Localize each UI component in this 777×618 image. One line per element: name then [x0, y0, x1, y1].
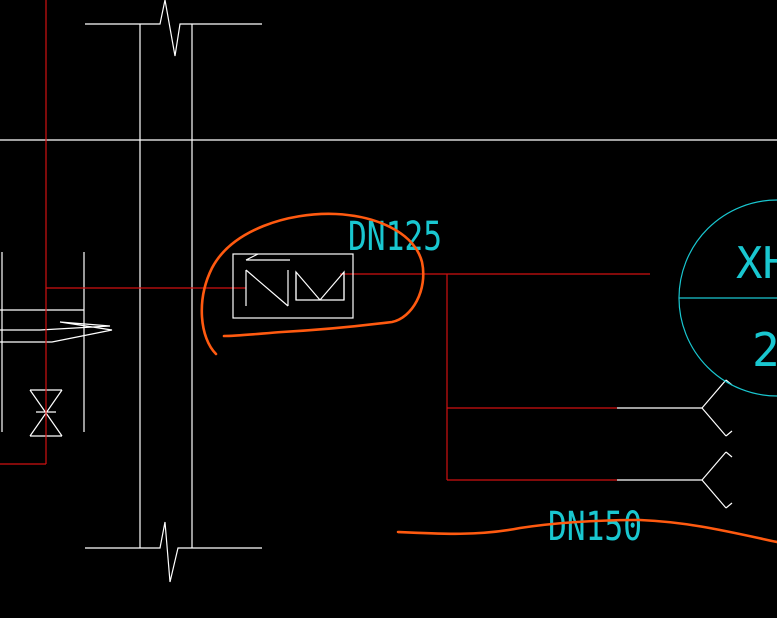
- hydrant-tag-top: XH: [736, 238, 777, 289]
- valve-group-frame: [232, 253, 354, 319]
- markup-underline: [396, 518, 777, 544]
- markup-circle: [200, 212, 425, 356]
- hydrant-tag[interactable]: [678, 199, 777, 397]
- sprinkler-head-icon[interactable]: [617, 379, 733, 437]
- pipe-lines: [0, 0, 650, 481]
- pipe-size-label-lower: DN150: [548, 504, 642, 550]
- break-line-icon: [85, 0, 262, 57]
- break-line-icon: [85, 521, 262, 583]
- butterfly-valve-icon[interactable]: [295, 270, 345, 301]
- pipe-size-label-upper: DN125: [348, 214, 442, 260]
- markup-annotations: [200, 212, 777, 544]
- hydrant-tag-bottom: 2: [752, 323, 777, 377]
- sprinkler-head-icon[interactable]: [617, 451, 733, 509]
- flow-arrow-icon: [245, 253, 290, 261]
- structure-lines: [0, 0, 777, 583]
- break-line-icon: [0, 321, 113, 343]
- valve-group[interactable]: [232, 253, 354, 319]
- check-valve-icon[interactable]: [245, 269, 289, 307]
